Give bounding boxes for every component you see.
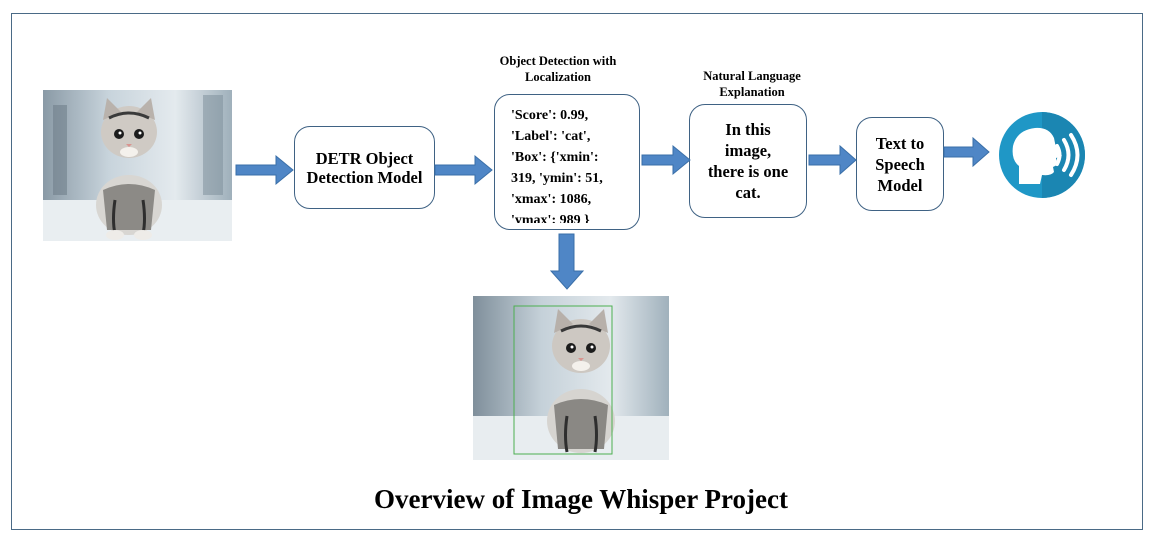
bounding-box — [513, 305, 613, 455]
arrow-image-to-detr — [235, 154, 294, 186]
detection-output-line: 'ymax': 989 } — [511, 213, 590, 223]
explanation-text: In this image, there is one cat. — [707, 120, 789, 202]
detection-output-line: 'Label': 'cat', — [511, 129, 591, 144]
arrow-detr-to-detection — [434, 154, 493, 186]
detection-caption: Object Detection with Localization — [499, 54, 617, 84]
input-image — [43, 90, 232, 241]
detection-output-line: 'xmax': 1086, — [511, 192, 592, 207]
arrow-detection-to-annotated — [549, 233, 585, 290]
arrow-tts-to-speech — [943, 136, 990, 168]
detection-output-line: 'Box': {'xmin': — [511, 150, 599, 165]
detr-model-label: DETR Object Detection Model — [306, 148, 423, 187]
arrow-explanation-to-tts — [808, 144, 857, 176]
annotated-image — [473, 296, 669, 460]
tts-model-node: Text to Speech Model — [856, 117, 944, 211]
tts-model-label: Text to Speech Model — [875, 133, 925, 195]
detection-output-line: 319, 'ymin': 51, — [511, 171, 603, 186]
explanation-node: In this image, there is one cat. — [689, 104, 807, 218]
detection-output-node: 'Score': 0.99, 'Label': 'cat', 'Box': {'xm… — [494, 94, 640, 230]
arrow-detection-to-explanation — [641, 144, 691, 176]
detection-output-text: 'Score': 0.99, 'Label': 'cat', 'Box': {'xm… — [511, 105, 603, 223]
detection-output-line: 'Score': 0.99, — [511, 108, 589, 123]
explanation-caption: Natural Language Explanation — [703, 69, 801, 99]
detr-model-node: DETR Object Detection Model — [294, 126, 435, 209]
diagram-title: Overview of Image Whisper Project — [374, 484, 788, 514]
speaking-head-icon — [999, 112, 1085, 198]
diagram-frame — [11, 13, 1143, 530]
